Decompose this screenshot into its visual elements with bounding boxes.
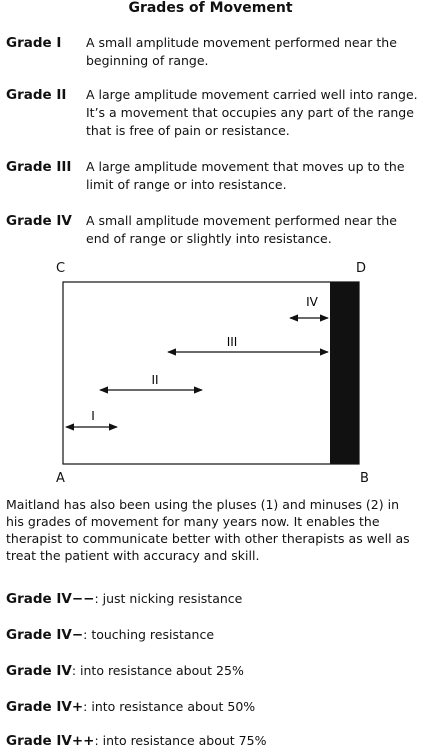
- grade-ii-description: A large amplitude movement carried well …: [86, 87, 418, 138]
- subgrade-description: : into resistance about 25%: [71, 663, 244, 678]
- subgrade-name: Grade IV: [6, 663, 72, 679]
- subgrade-description: : into resistance about 50%: [83, 699, 256, 714]
- subgrade-row: Grade IV++: into resistance about 75%: [6, 733, 266, 749]
- corner-label-a: A: [56, 471, 65, 486]
- corner-label-b: B: [360, 471, 369, 486]
- subgrade-row: Grade IV−−: just nicking resistance: [6, 591, 242, 607]
- subgrade-name: Grade IV−: [6, 627, 84, 643]
- arrow-label-ii: II: [151, 373, 158, 387]
- arrow-label-iv: IV: [306, 295, 319, 309]
- subgrade-name: Grade IV+: [6, 699, 84, 715]
- maitland-paragraph: Maitland has also been using the pluses …: [6, 497, 410, 563]
- range-box: [62, 281, 360, 465]
- grade-i-description: A small amplitude movement performed nea…: [86, 35, 397, 68]
- corner-label-c: C: [56, 261, 66, 276]
- grade-iii-description: A large amplitude movement that moves up…: [86, 159, 405, 192]
- arrow-label-i: I: [91, 409, 95, 423]
- subgrade-description: : into resistance about 75%: [94, 733, 267, 748]
- subgrade-row: Grade IV+: into resistance about 50%: [6, 699, 255, 715]
- subgrade-name: Grade IV++: [6, 733, 95, 749]
- grade-iii-name: Grade III: [6, 159, 72, 175]
- subgrade-description: : just nicking resistance: [94, 591, 243, 606]
- grade-i-name: Grade I: [6, 35, 62, 51]
- subgrade-name: Grade IV−−: [6, 591, 95, 607]
- resistance-bar: [330, 282, 359, 464]
- page-title: Grades of Movement: [128, 0, 293, 16]
- grade-ii-name: Grade II: [6, 87, 67, 103]
- subgrade-description: : touching resistance: [83, 627, 215, 642]
- grade-iv-description: A small amplitude movement performed nea…: [86, 213, 397, 246]
- subgrade-row: Grade IV−: touching resistance: [6, 627, 214, 643]
- arrow-label-iii: III: [227, 335, 238, 349]
- subgrade-row: Grade IV: into resistance about 25%: [6, 663, 244, 679]
- corner-label-d: D: [356, 261, 367, 276]
- grade-iv-name: Grade IV: [6, 213, 72, 229]
- range-diagram: IV III II I: [62, 281, 360, 465]
